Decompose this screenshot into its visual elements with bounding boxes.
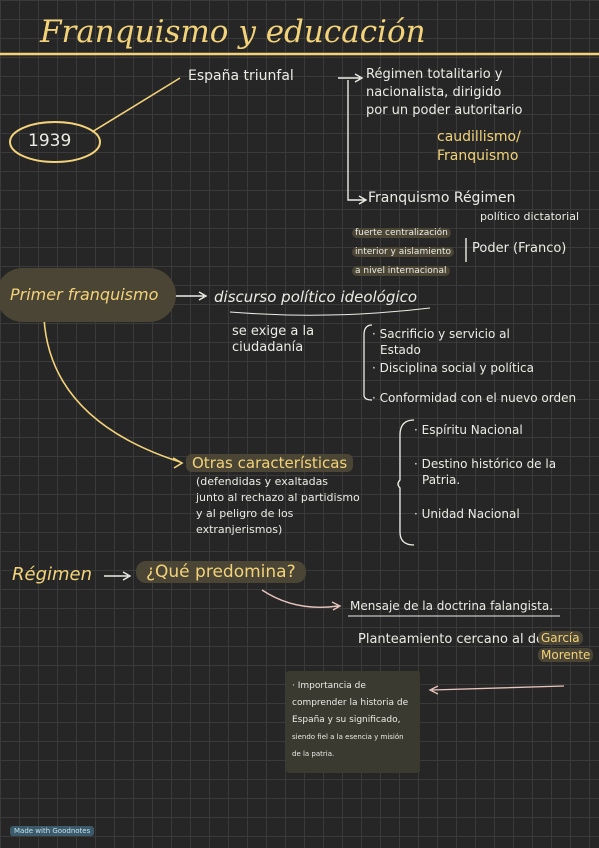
otras-caracteristicas: Otras características [186, 454, 354, 472]
nota-line: de la patria. [292, 750, 335, 758]
espana-triunfal: España triunfal [188, 68, 294, 84]
exigencia-item: · Sacrificio y servicio al [372, 327, 510, 341]
exigencia-item: Estado [380, 343, 421, 357]
otras-desc-line: (defendidas y exaltadas [196, 475, 329, 488]
centralizacion-line: a nivel internacional [352, 266, 450, 276]
caudillismo-line: caudillismo/ [437, 129, 521, 145]
goodnotes-badge: Made with Goodnotes [10, 826, 95, 836]
primer-franquismo: Primer franquismo [10, 285, 159, 304]
otras-desc-line: y al peligro de los [196, 507, 294, 520]
garcia-morente-line: García [538, 631, 583, 645]
arrow-franquismo [347, 80, 368, 205]
regimen-desc-line: nacionalista, dirigido [366, 85, 502, 100]
valor-item: · Unidad Nacional [414, 507, 520, 521]
otras-desc-line: junto al rechazo al partidismo [196, 491, 360, 504]
valores-list: · Espíritu Nacional · Destino histórico … [414, 422, 556, 522]
otras-descripcion: (defendidas y exaltadas junto al rechazo… [196, 474, 360, 538]
centralizacion-line: fuerte centralización [352, 228, 451, 238]
year-connector [91, 77, 181, 133]
exigencias-list: · Sacrificio y servicio al Estado · Disc… [372, 326, 576, 406]
exigencia-item: · Conformidad con el nuevo orden [372, 391, 577, 405]
politico-dictatorial: político dictatorial [480, 210, 580, 223]
planteamiento: Planteamiento cercano al de [358, 632, 545, 647]
se-exige: se exige a la ciudadanía [232, 324, 314, 356]
regimen-desc-line: Régimen totalitario y [366, 67, 503, 82]
exigencias-brace [363, 324, 373, 401]
centralizacion-note: fuerte centralización interior y aislami… [352, 224, 454, 281]
que-predomina: ¿Qué predomina? [136, 561, 306, 583]
page-title: Franquismo y educación [40, 14, 426, 50]
discurso-politico: discurso político ideológico [214, 288, 418, 306]
valor-item: Patria. [422, 473, 461, 487]
regimen-desc-line: por un poder autoritario [366, 103, 523, 118]
arrow-discurso [174, 291, 208, 301]
valor-item: · Espíritu Nacional [414, 423, 523, 437]
caudillismo-line: Franquismo [437, 148, 519, 164]
se-exige-line: se exige a la [232, 324, 315, 339]
year-label: 1939 [28, 131, 72, 151]
nota-line: comprender la historia de [292, 698, 409, 708]
year-circle [9, 121, 101, 163]
valores-brace [397, 419, 415, 546]
valor-item: · Destino histórico de la [414, 457, 557, 471]
regimen-description: Régimen totalitario y nacionalista, diri… [366, 66, 522, 120]
caudillismo-note: caudillismo/ Franquismo [437, 128, 521, 166]
nota-line: España y su significado, [292, 715, 401, 725]
nota-line: · Importancia de [292, 681, 366, 691]
arrow-mensaje [261, 589, 342, 611]
discurso-underline [229, 307, 431, 316]
primer-franquismo-highlight [0, 268, 176, 322]
franquismo-regimen: Franquismo Régimen [368, 190, 516, 206]
centralizacion-line: interior y aislamiento [352, 247, 454, 257]
arrow-regimen [338, 73, 364, 83]
arrow-que-predomina [104, 571, 132, 581]
nota-box [286, 671, 420, 773]
arrow-otras [43, 317, 184, 469]
otras-desc-line: extranjerismos) [196, 523, 283, 536]
se-exige-line: ciudadanía [232, 340, 304, 355]
nota-text: · Importancia de comprender la historia … [292, 678, 408, 763]
nota-line: siendo fiel a la esencia y misión [292, 733, 404, 741]
mensaje-doctrina: Mensaje de la doctrina falangista. [350, 599, 554, 613]
regimen-label: Régimen [12, 564, 93, 585]
garcia-morente-line: Morente [538, 648, 594, 662]
exigencia-item: · Disciplina social y política [372, 361, 535, 375]
garcia-morente: García Morente [538, 630, 594, 664]
poder-franco: Poder (Franco) [472, 241, 567, 256]
arrow-nota [428, 685, 565, 695]
